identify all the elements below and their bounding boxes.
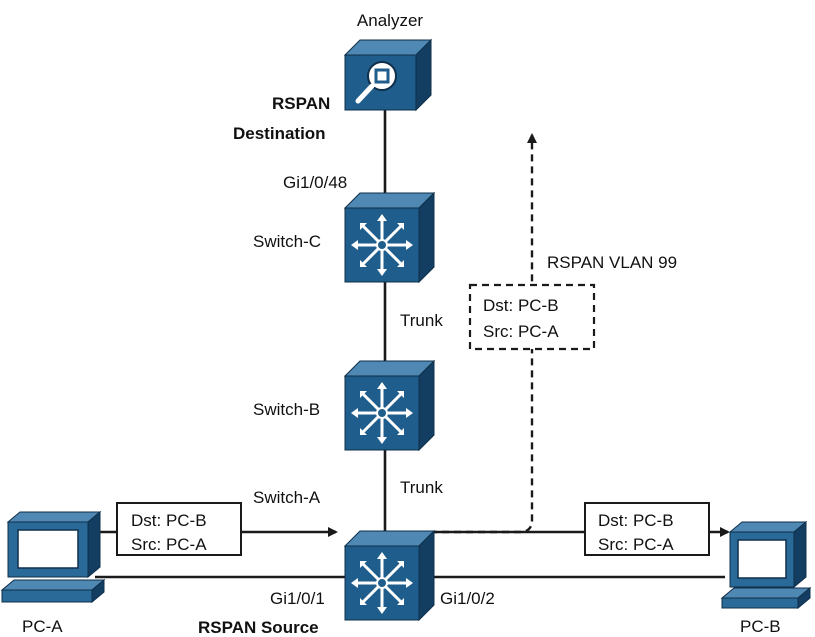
frame-right-src: Src: PC-A	[598, 535, 674, 554]
frame-box-right: Dst: PC-B Src: PC-A	[584, 502, 710, 556]
frame-box-rspan: Dst: PC-B Src: PC-A	[468, 283, 596, 351]
rspan-vlan-label: RSPAN VLAN 99	[547, 253, 677, 272]
switch-c-label: Switch-C	[253, 232, 321, 251]
switch-b-label: Switch-B	[253, 400, 320, 419]
frame-box-left: Dst: PC-B Src: PC-A	[116, 502, 242, 556]
switch-b-icon[interactable]	[343, 359, 436, 452]
analyzer-icon[interactable]	[343, 38, 433, 112]
switch-a-icon[interactable]	[343, 529, 436, 622]
pc-b-label: PC-B	[740, 617, 781, 636]
pc-a-label: PC-A	[22, 617, 63, 636]
rspan-vlan-path	[430, 133, 537, 534]
pc-b-icon[interactable]	[720, 520, 812, 610]
trunk-label-c-b: Trunk	[400, 311, 443, 330]
frame-left-dst: Dst: PC-B	[131, 511, 207, 530]
trunk-label-b-a: Trunk	[400, 478, 443, 497]
port-label-gi1-0-2: Gi1/0/2	[440, 589, 495, 608]
rspan-source-label: RSPAN Source	[198, 618, 319, 637]
rspan-destination-label-line2: Destination	[233, 124, 326, 143]
rspan-destination-label-line1: RSPAN	[272, 94, 330, 113]
frame-right-dst: Dst: PC-B	[598, 511, 674, 530]
frame-rspan-src: Src: PC-A	[483, 322, 559, 341]
pc-a-icon[interactable]	[0, 510, 106, 604]
switch-c-icon[interactable]	[343, 191, 436, 284]
port-label-gi1-0-1: Gi1/0/1	[270, 589, 325, 608]
frame-left-src: Src: PC-A	[131, 535, 207, 554]
port-label-gi1-0-48: Gi1/0/48	[283, 173, 347, 192]
frame-rspan-dst: Dst: PC-B	[483, 296, 559, 315]
switch-a-label: Switch-A	[253, 488, 321, 507]
analyzer-label: Analyzer	[357, 11, 423, 30]
